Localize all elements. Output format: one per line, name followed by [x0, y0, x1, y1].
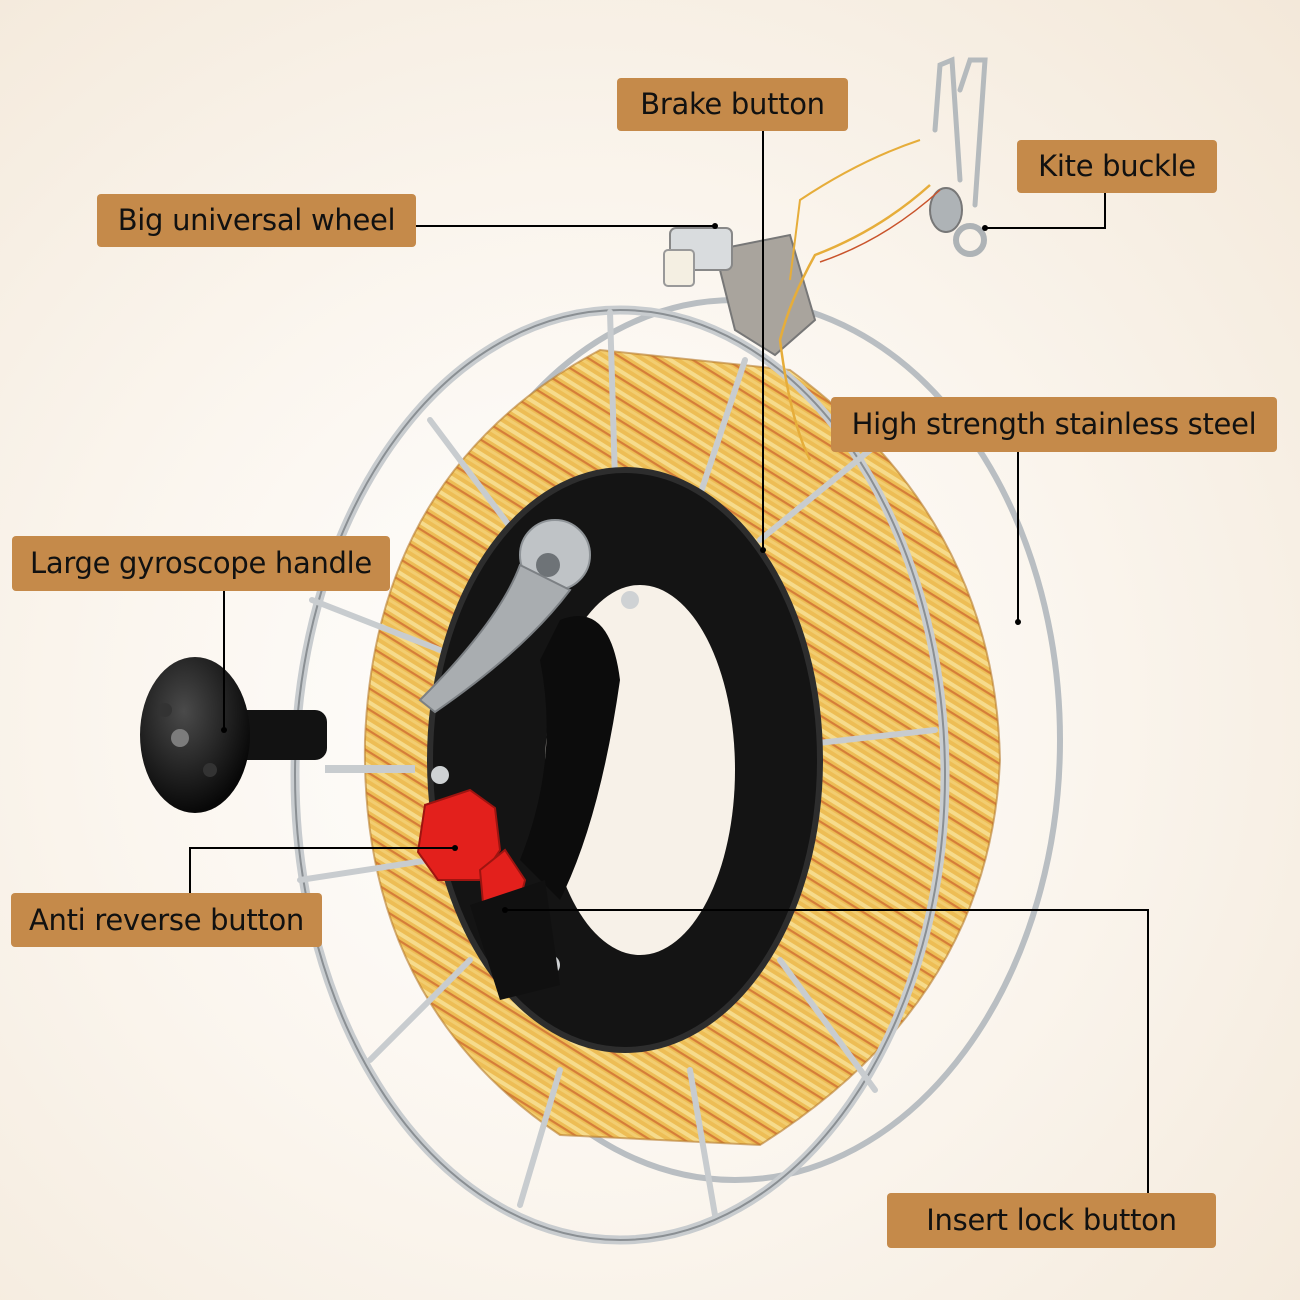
swivel-clip-icon — [778, 56, 988, 461]
steel-frame — [290, 305, 950, 1245]
label-kite-buckle: Kite buckle — [1017, 140, 1217, 193]
top-bracket — [663, 227, 817, 357]
label-brake-button: Brake button — [617, 78, 848, 131]
label-high-strength-stainless-steel: High strength stainless steel — [831, 397, 1277, 452]
red-buttons — [416, 788, 560, 1000]
brake-lever — [418, 519, 639, 975]
gyroscope-handle — [140, 657, 415, 813]
leader-lines — [189, 128, 1149, 1193]
label-anti-reverse-button: Anti reverse button — [11, 893, 322, 947]
label-large-gyroscope-handle: Large gyroscope handle — [12, 536, 390, 591]
label-big-universal-wheel: Big universal wheel — [97, 194, 416, 247]
label-insert-lock-button: Insert lock button — [887, 1193, 1216, 1248]
leader-dots — [221, 223, 1021, 913]
